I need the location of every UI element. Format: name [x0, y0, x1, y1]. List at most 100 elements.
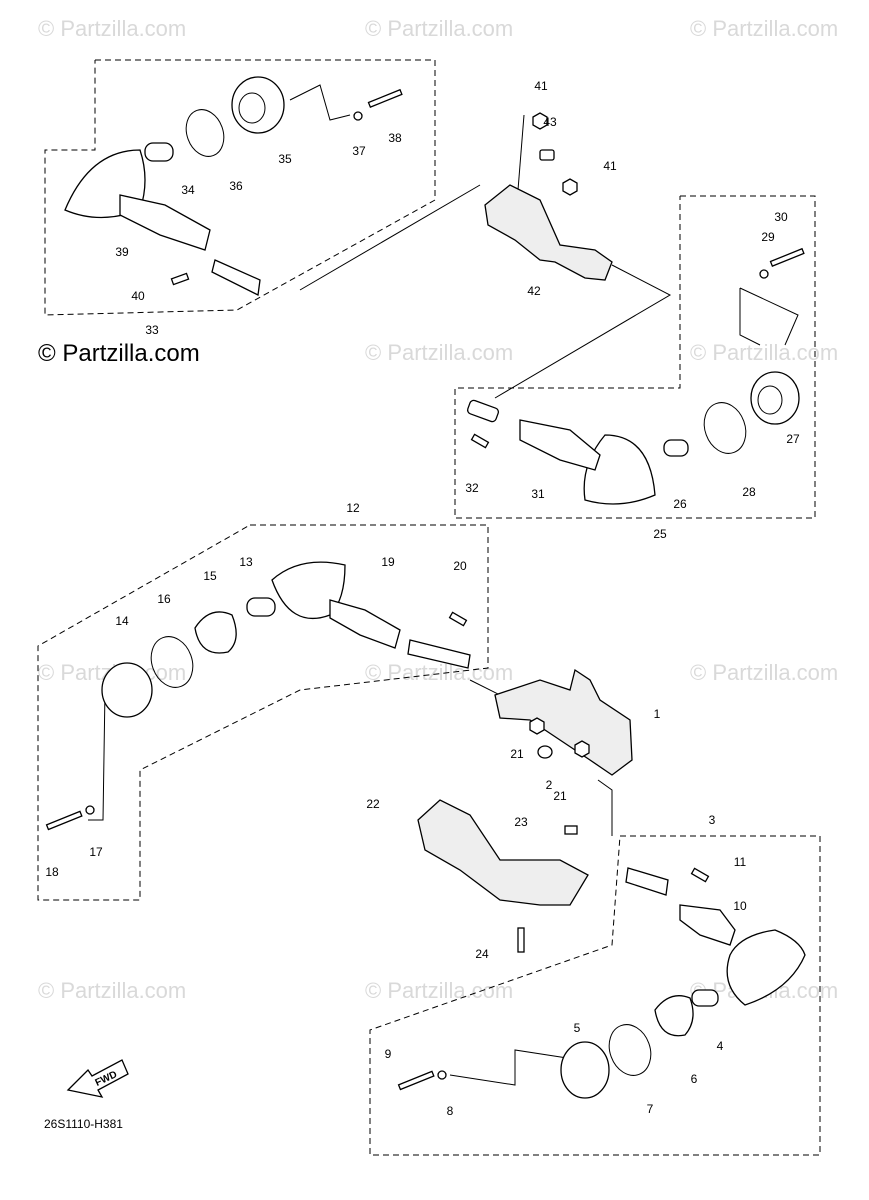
nut-41-top: [532, 112, 548, 130]
bulb-34: [144, 142, 174, 162]
callout-9: 9: [385, 1047, 392, 1061]
lens-3-housing: [726, 929, 806, 1006]
stay-19: [329, 599, 401, 649]
gasket-16: [150, 636, 194, 688]
screw-11: [690, 867, 710, 883]
callout-14: 14: [115, 614, 129, 628]
callout-24: 24: [475, 947, 489, 961]
nut-23: [564, 825, 578, 835]
watermark: © Partzilla.com: [690, 340, 839, 365]
bulb-26: [663, 439, 689, 457]
rim-14: [101, 662, 153, 718]
diagram-code: 26S1110-H381: [44, 1117, 123, 1131]
callout-18: 18: [45, 865, 59, 879]
callout-23: 23: [514, 815, 528, 829]
screw-24: [517, 927, 525, 953]
screw-18: [45, 810, 83, 831]
callout-21: 21: [553, 789, 567, 803]
callout-17: 17: [89, 845, 103, 859]
bulb-4: [691, 989, 719, 1007]
callout-6: 6: [691, 1072, 698, 1086]
watermark: © Partzilla.com: [690, 660, 839, 685]
callout-2: 2: [546, 778, 553, 792]
wire-25: [466, 399, 500, 423]
callout-28: 28: [742, 485, 756, 499]
callout-3: 3: [709, 813, 716, 827]
socket-6: [654, 995, 694, 1037]
callout-43: 43: [543, 115, 557, 129]
nut-41-side: [562, 178, 578, 196]
stay-10: [679, 904, 736, 946]
callout-27: 27: [786, 432, 800, 446]
rim-5: [560, 1041, 610, 1099]
rim-35: [231, 76, 285, 134]
rim-27-inner: [757, 385, 783, 415]
screw-20: [448, 611, 468, 627]
callout-21: 21: [510, 747, 524, 761]
bulb-13: [246, 597, 276, 617]
callout-26: 26: [673, 497, 687, 511]
callout-35: 35: [278, 152, 292, 166]
screw-32: [470, 433, 490, 449]
washer-8: [437, 1070, 447, 1080]
wire-33: [211, 259, 261, 296]
watermark: © Partzilla.com: [38, 16, 187, 41]
callout-33: 33: [145, 323, 159, 337]
group-3-outline: [369, 835, 821, 1156]
callout-5: 5: [574, 1021, 581, 1035]
screw-30: [769, 247, 805, 267]
callout-13: 13: [239, 555, 253, 569]
callout-15: 15: [203, 569, 217, 583]
watermark: © Partzilla.com: [690, 16, 839, 41]
cover-22: [417, 799, 589, 906]
group-33-outline: [44, 59, 436, 316]
stay-31: [519, 419, 601, 471]
callout-22: 22: [366, 797, 380, 811]
wire-3: [625, 867, 669, 896]
watermark: © Partzilla.com: [365, 978, 514, 1003]
partzilla-brand-label: © Partzilla.com: [38, 340, 200, 367]
callout-39: 39: [115, 245, 129, 259]
callout-25: 25: [653, 527, 667, 541]
stay-39: [119, 194, 211, 251]
callout-41: 41: [603, 159, 617, 173]
callout-19: 19: [381, 555, 395, 569]
callout-11: 11: [734, 855, 747, 869]
washer-29: [759, 269, 769, 279]
callout-40: 40: [131, 289, 145, 303]
callout-10: 10: [733, 899, 747, 913]
wire-12: [407, 639, 471, 669]
callout-42: 42: [527, 284, 541, 298]
socket-15: [194, 611, 237, 654]
callout-37: 37: [352, 144, 366, 158]
callout-29: 29: [761, 230, 775, 244]
nut-21-upper: [529, 717, 545, 735]
screw-9: [397, 1070, 435, 1091]
callout-34: 34: [181, 183, 195, 197]
callout-12: 12: [346, 501, 360, 515]
screw-40: [170, 272, 190, 286]
callout-16: 16: [157, 592, 171, 606]
washer-17: [85, 805, 95, 815]
lens-12-housing: [271, 561, 346, 620]
fwd-arrow-icon: FWD: [66, 1059, 129, 1098]
callout-20: 20: [453, 559, 467, 573]
collar-2: [537, 745, 553, 759]
watermark: © Partzilla.com: [365, 660, 514, 685]
watermark: © Partzilla.com: [38, 978, 187, 1003]
group-12-outline: [37, 524, 489, 901]
callout-4: 4: [717, 1039, 724, 1053]
callout-38: 38: [388, 131, 402, 145]
callout-31: 31: [531, 487, 545, 501]
gasket-28: [703, 402, 747, 454]
callout-36: 36: [229, 179, 243, 193]
gasket-36: [185, 109, 225, 157]
callout-7: 7: [647, 1102, 654, 1116]
callout-30: 30: [774, 210, 788, 224]
washer-37: [353, 111, 363, 121]
screw-38: [367, 88, 403, 108]
bracket-42: [484, 184, 613, 281]
callout-32: 32: [465, 481, 479, 495]
